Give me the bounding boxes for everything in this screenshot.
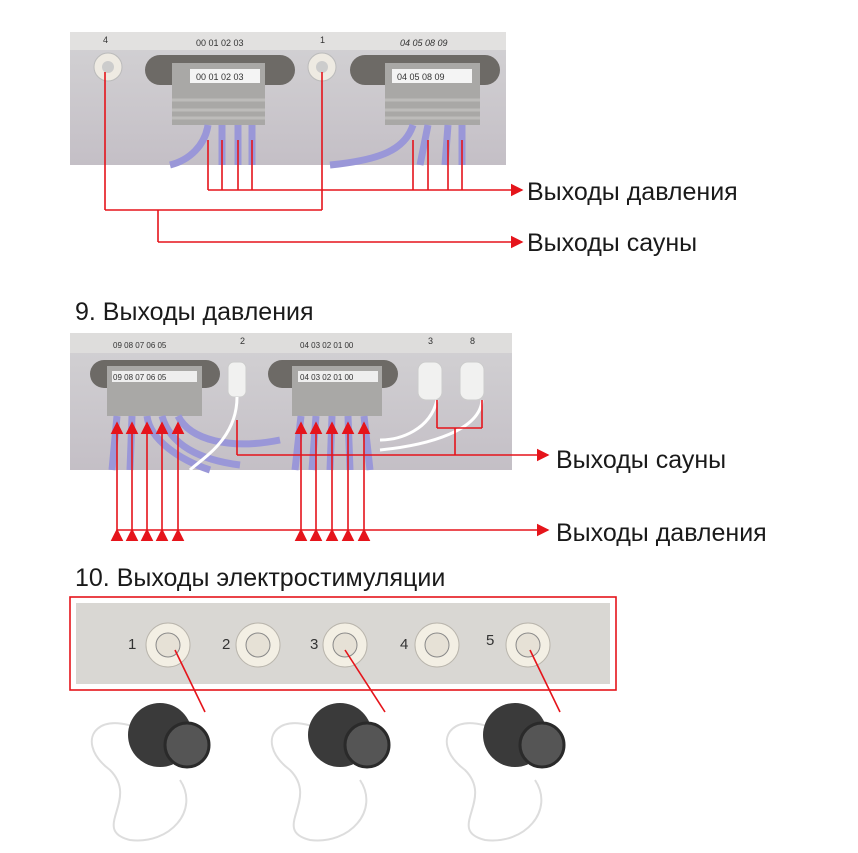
photo-pressure-panel: 09 08 07 06 05 04 03 02 01 00 (70, 333, 512, 474)
svg-text:09 08 07 06 05: 09 08 07 06 05 (113, 373, 167, 382)
port-label: 3 (428, 336, 434, 346)
port-label: 4 (103, 35, 109, 45)
callout-lines-top (104, 72, 524, 249)
section-10-heading: 10. Выходы электростимуляции (75, 564, 446, 592)
electrode-sets (90, 703, 566, 842)
svg-text:00 01 02 03: 00 01 02 03 (196, 72, 244, 82)
port-label: 2 (240, 336, 246, 346)
connector-label: 00 01 02 03 (196, 38, 244, 48)
stim-port-label: 5 (486, 632, 495, 649)
svg-text:04 05 08 09: 04 05 08 09 (397, 72, 445, 82)
stim-port-label: 3 (310, 636, 319, 653)
callout-lines-10 (174, 649, 561, 713)
callout-sauna-top: Выходы сауны (527, 229, 698, 257)
svg-text:04 03 02 01 00: 04 03 02 01 00 (300, 373, 354, 382)
callout-lines-9 (110, 400, 550, 542)
photo-top-panel: 00 01 02 03 04 05 08 09 (70, 32, 506, 169)
port-label: 8 (470, 336, 476, 346)
connector-label: 04 03 02 01 00 (300, 341, 354, 350)
connector-label: 04 05 08 09 (400, 38, 448, 48)
port-label: 1 (320, 35, 326, 45)
callout-pressure-top: Выходы давления (527, 178, 738, 206)
stim-port-label: 4 (400, 636, 409, 653)
stim-port-label: 2 (222, 636, 231, 653)
connector-label: 09 08 07 06 05 (113, 341, 167, 350)
section-9-heading: 9. Выходы давления (75, 298, 314, 326)
callout-pressure-9: Выходы давления (556, 519, 767, 547)
callout-sauna-9: Выходы сауны (556, 446, 727, 474)
stim-port-label: 1 (128, 636, 137, 653)
photo-stim-panel (69, 596, 617, 691)
